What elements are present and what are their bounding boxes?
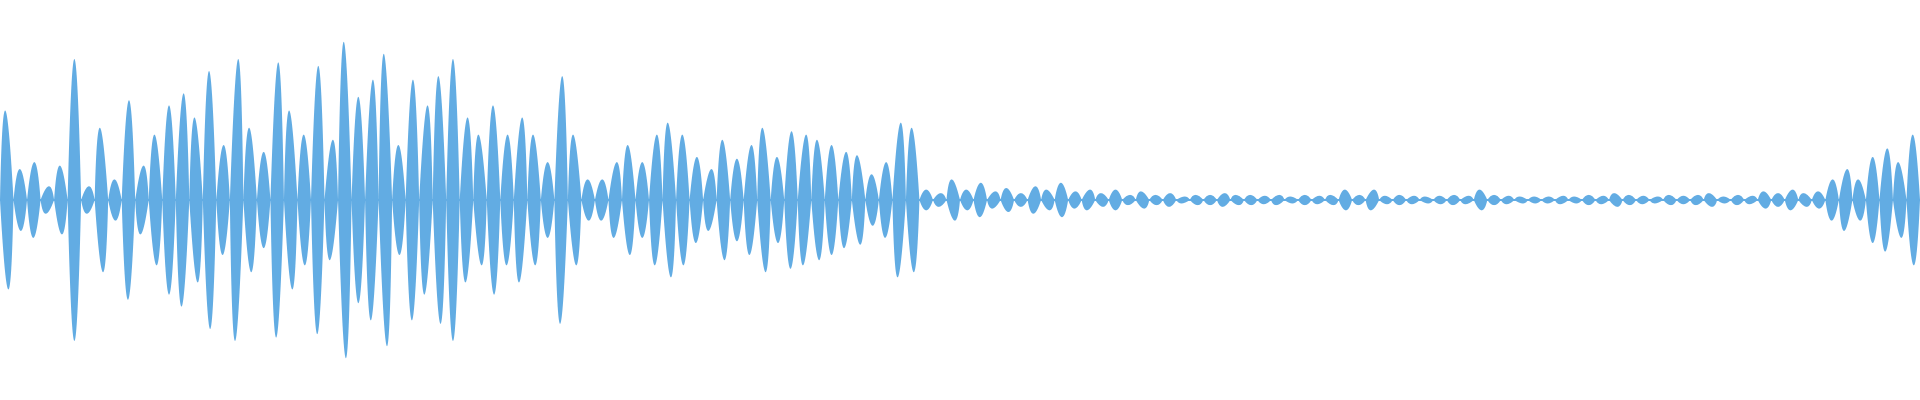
waveform-bars [0,41,1920,359]
waveform-segment [338,41,352,359]
waveform-centerline [0,199,1920,201]
